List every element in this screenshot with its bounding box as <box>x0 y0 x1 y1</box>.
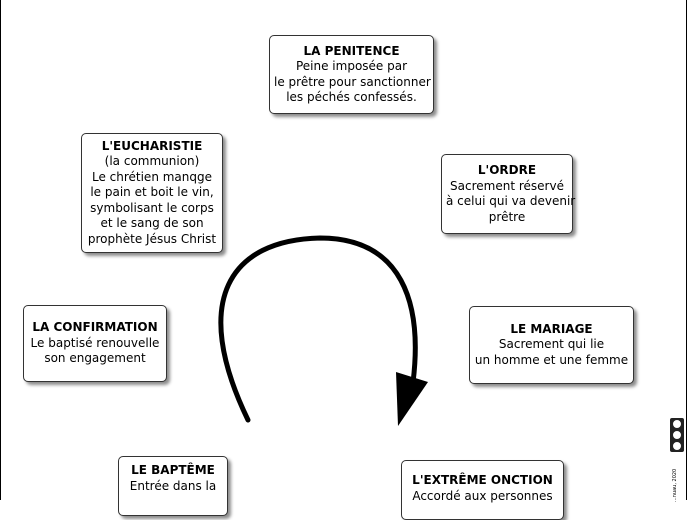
cycle-arrow-head <box>396 372 428 426</box>
penitence-box: LA PENITENCE Peine imposée par le prêtre… <box>269 35 434 114</box>
ordre-line: prêtre <box>488 209 526 224</box>
cycle-arrow-curve <box>218 235 418 423</box>
eucharistie-box: L'EUCHARISTIE (la communion) Le chrétien… <box>81 133 223 253</box>
mariage-title: LE MARIAGE <box>510 321 593 336</box>
penitence-line: Peine imposée par <box>295 59 408 73</box>
mariage-line: un homme et une femme <box>474 352 629 367</box>
creative-commons-icon <box>670 418 684 452</box>
confirmation-line: son engagement <box>44 351 146 366</box>
confirmation-line: Le baptisé renouvelle <box>30 335 160 350</box>
bapteme-box: LE BAPTÊME Entrée dans la <box>118 456 228 516</box>
penitence-title: LA PENITENCE <box>303 43 400 58</box>
eucharistie-line: le pain et boit le vin, <box>90 185 214 200</box>
ordre-box: L'ORDRE Sacrement réservé à celui qui va… <box>441 154 576 234</box>
bapteme-line: Entrée dans la <box>129 478 217 493</box>
eucharistie-title: L'EUCHARISTIE <box>101 138 203 153</box>
eucharistie-line: prophète Jésus Christ <box>87 231 217 246</box>
eucharistie-line: (la communion) <box>104 154 200 169</box>
eucharistie-line: Le chrétien manqge <box>91 169 213 184</box>
ordre-title: L'ORDRE <box>477 163 537 177</box>
confirmation-box: LA CONFIRMATION Le baptisé renouvelle so… <box>23 305 167 382</box>
license-credit: ...nuau, 2020 <box>672 468 678 502</box>
eucharistie-line: symbolisant le corps <box>90 200 214 215</box>
ordre-line: Sacrement réservé <box>450 178 564 193</box>
bapteme-title: LE BAPTÊME <box>131 463 215 477</box>
confirmation-title: LA CONFIRMATION <box>32 320 158 335</box>
extreme-onction-line: Accordé aux personnes <box>412 488 553 503</box>
cycle-arrow <box>218 235 428 426</box>
mariage-box: LE MARIAGE Sacrement qui lie un homme et… <box>469 306 634 384</box>
mariage-line: Sacrement qui lie <box>498 337 605 352</box>
penitence-line: le prêtre pour sanctionner <box>274 74 431 89</box>
license-block: ...nuau, 2020 <box>669 418 685 502</box>
eucharistie-line: et le sang de son <box>100 216 204 231</box>
extreme-onction-box: L'EXTRÊME ONCTION Accordé aux personnes <box>401 460 564 520</box>
ordre-line: à celui qui va devenir <box>446 194 576 208</box>
penitence-line: les péchés confessés. <box>286 90 417 104</box>
extreme-onction-title: L'EXTRÊME ONCTION <box>412 473 553 487</box>
